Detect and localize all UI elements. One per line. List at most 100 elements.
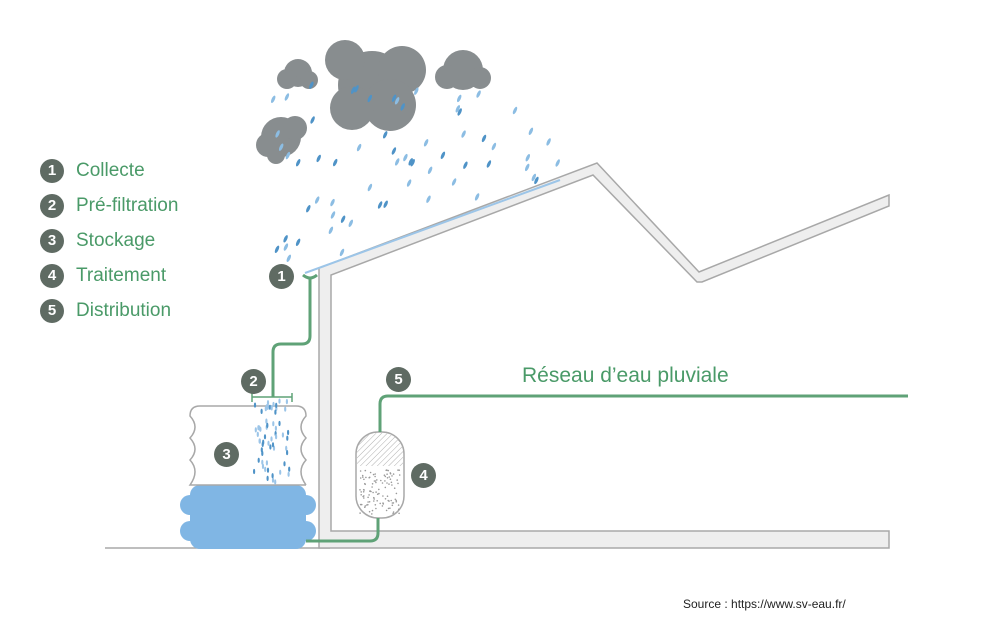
rain-drop: [427, 166, 433, 174]
vessel-grain: [392, 473, 395, 475]
vessel-grain: [376, 479, 378, 481]
vessel-grain: [380, 479, 382, 482]
tank-drop: [278, 420, 281, 427]
tank-drop: [268, 404, 271, 410]
tank-drop: [272, 401, 275, 408]
storage-water: [180, 485, 316, 549]
tank-drop: [264, 466, 267, 472]
vessel-grain: [386, 473, 388, 476]
rain-drop: [461, 130, 466, 138]
tank-drop: [278, 398, 281, 404]
rain-drop: [354, 85, 359, 93]
legend-number-4: 4: [40, 263, 64, 288]
rain-drop: [350, 86, 356, 94]
rain-drop: [463, 161, 468, 169]
tank-drop: [253, 468, 256, 475]
vessel-grain: [372, 473, 375, 476]
tank-drop: [258, 425, 261, 431]
vessel-grain: [384, 498, 387, 500]
gutter: [302, 273, 318, 280]
clouds: [256, 40, 491, 164]
vessel-grain: [360, 503, 363, 506]
cloud-small-left: [277, 59, 318, 89]
rain-drop: [555, 159, 560, 167]
cloud-medium-left: [256, 116, 307, 164]
vessel-grain: [378, 488, 380, 491]
rain-drop: [528, 127, 534, 135]
vessel-grain: [362, 495, 364, 498]
tank-drop: [284, 406, 287, 412]
vessel-grain: [365, 476, 367, 479]
vessel-grain: [364, 505, 367, 507]
vessel-grain: [386, 495, 389, 498]
vessel-grain: [390, 499, 393, 502]
tank-drop: [287, 429, 290, 436]
rain-drop: [316, 154, 321, 163]
marker-distribution: 5: [386, 367, 411, 392]
rain-drop: [285, 151, 291, 160]
rain-drop: [410, 159, 415, 167]
vessel-grain: [368, 476, 371, 479]
tank-drop: [263, 434, 267, 440]
rain-drop: [367, 183, 373, 192]
vessel-grain: [368, 510, 371, 513]
vessel-grain: [397, 482, 399, 485]
tank-drop: [275, 434, 278, 440]
rain-drop: [340, 215, 346, 223]
tank-drop: [286, 435, 289, 441]
vessel-grain: [369, 471, 372, 474]
vessel-grain: [379, 502, 382, 505]
legend-item-distribution: 5 Distribution: [40, 293, 178, 328]
rain-drop: [531, 173, 537, 182]
vessel-grain: [368, 494, 370, 496]
vessel-grain: [392, 512, 394, 515]
tank-drop: [265, 418, 268, 424]
rain-drop: [382, 131, 388, 139]
marker-collecte: 1: [269, 264, 294, 289]
vessel-grain: [395, 492, 398, 495]
tank-drop: [287, 471, 290, 477]
vessel-grain: [376, 493, 379, 496]
vessel-grain: [373, 496, 375, 499]
tank-drop: [266, 422, 269, 428]
vessel-grain: [374, 504, 377, 506]
vessel-grain: [364, 469, 367, 472]
vessel-grain: [384, 475, 387, 478]
vessel-grain: [374, 480, 377, 482]
tank-drop: [262, 439, 265, 445]
rain-drop: [274, 245, 280, 253]
vessel-grain: [382, 502, 384, 504]
rain-drop: [440, 151, 446, 159]
vessel-grain: [367, 503, 369, 506]
vessel-grain: [375, 507, 377, 510]
rain-drop: [283, 243, 289, 251]
rain-drop: [306, 205, 311, 213]
vessel-grain: [375, 491, 377, 493]
tank-drop: [274, 409, 277, 415]
vessel-grain: [388, 500, 390, 502]
distribution-pipe: [378, 394, 908, 432]
legend-item-stockage: 3 Stockage: [40, 223, 178, 258]
rain-drop: [284, 93, 290, 101]
cloud-small-right: [435, 50, 491, 90]
tank-drop: [269, 444, 272, 450]
rain-drop: [414, 87, 419, 95]
marker-traitement: 4: [411, 463, 436, 488]
rain-drop: [391, 147, 397, 155]
tank-drop: [264, 406, 267, 412]
tank-drop: [266, 475, 269, 481]
vessel-grain: [367, 501, 369, 503]
rain-drop: [423, 139, 429, 147]
legend-item-traitement: 4 Traitement: [40, 258, 178, 293]
vessel-grain: [363, 497, 365, 499]
roof-water: [304, 179, 561, 274]
vessel-grain: [384, 480, 386, 482]
vessel-grain: [397, 504, 400, 506]
rain-drop: [283, 235, 288, 243]
source-caption: Source : https://www.sv-eau.fr/: [683, 597, 846, 611]
rain-drop: [328, 226, 334, 234]
legend-label-collecte: Collecte: [76, 159, 145, 181]
vessel-grain: [363, 478, 365, 481]
rain-drop: [356, 143, 362, 152]
